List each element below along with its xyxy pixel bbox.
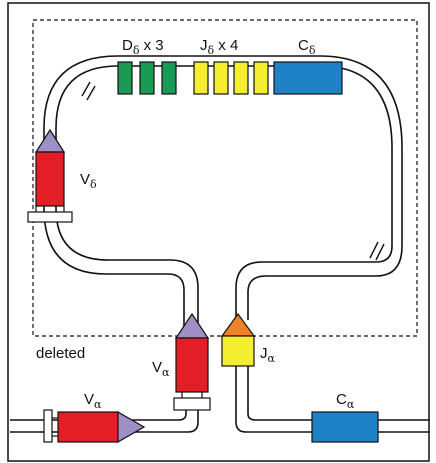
v-alpha-upper-segment <box>176 338 208 392</box>
j-delta-segment-1 <box>194 62 208 94</box>
v-alpha-lower-rss <box>44 410 52 442</box>
c-delta-segment <box>274 62 342 94</box>
j-delta-segment-2 <box>214 62 228 94</box>
d-delta-segment-3 <box>162 62 176 94</box>
v-alpha-upper-rss <box>174 398 210 410</box>
d-delta-segment-1 <box>118 62 132 94</box>
d-delta-segment-2 <box>140 62 154 94</box>
label-deleted: deleted <box>36 345 85 362</box>
j-delta-segment-3 <box>234 62 248 94</box>
j-delta-segment-4 <box>254 62 268 94</box>
d-delta-segments <box>118 62 176 94</box>
v-delta-rss <box>28 212 72 222</box>
j-alpha-segment <box>222 336 254 366</box>
v-alpha-lower-segment <box>58 412 118 442</box>
c-alpha-segment <box>312 412 378 442</box>
v-delta-segment <box>36 152 64 206</box>
